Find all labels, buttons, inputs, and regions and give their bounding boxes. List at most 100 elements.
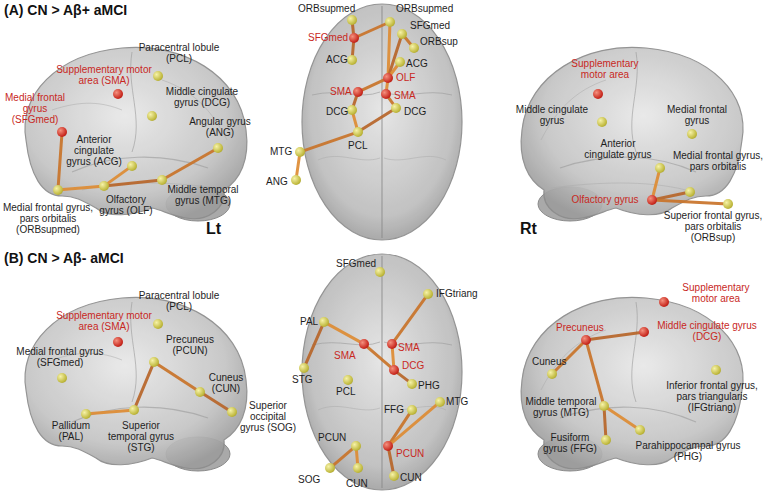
- region-dot: SMA: [387, 339, 397, 349]
- region-label: Cuneus (CUN): [206, 372, 246, 394]
- region-label: ACG: [406, 58, 428, 69]
- connectivity-line: [357, 451, 358, 463]
- region-dot: MTG: [435, 397, 445, 407]
- connectivity-line: [608, 409, 636, 427]
- region-dot: Superior temporal gyrus (STG): [129, 405, 139, 415]
- connectivity-line: [653, 173, 659, 195]
- connectivity-line: [136, 367, 152, 406]
- region-dot: ACG: [347, 55, 357, 65]
- region-label: Paracentral lobule (PCL): [134, 290, 224, 312]
- connectivity-line: [390, 39, 401, 73]
- connectivity-line: [389, 451, 393, 471]
- connectivity-line: [363, 80, 384, 90]
- region-dot: SMA: [381, 89, 391, 99]
- region-dot: Medial frontal gyrus (SFGmed): [57, 373, 67, 383]
- connectivity-line: [362, 111, 392, 130]
- connectivity-line: [395, 298, 425, 340]
- region-dot: Precuneus (PCUN): [149, 357, 159, 367]
- region-dot: SMA: [359, 339, 369, 349]
- region-dot: PCL: [343, 375, 353, 385]
- region-label: Medial frontal gyrus (SFGmed): [8, 346, 112, 368]
- region-dot: Middle cingulate gyrus (DCG): [147, 111, 157, 121]
- region-dot: Olfactory gyrus (OLF): [99, 181, 109, 191]
- region-dot: Angular gyrus (ANG): [213, 143, 223, 153]
- region-dot: Middle temporal gyrus (MTG): [157, 175, 167, 185]
- region-label: Fusiform gyrus (FFG): [540, 432, 600, 454]
- connectivity-line: [359, 24, 386, 36]
- region-label: SMA: [398, 342, 420, 353]
- region-label: PCUN: [396, 448, 424, 459]
- connectivity-line: [334, 449, 352, 465]
- region-dot: PCL: [353, 127, 363, 137]
- panel-heading: (B) CN > Aβ- aMCI: [4, 250, 124, 266]
- brain-lateral-left: [25, 297, 247, 471]
- region-dot: Middle temporal gyrus (MTG): [599, 401, 609, 411]
- region-label: MTG: [446, 396, 468, 407]
- region-label: Medial frontal gyrus: [664, 104, 730, 126]
- region-dot: IFGtriang: [423, 289, 433, 299]
- region-dot: PAL: [319, 317, 329, 327]
- connectivity-line: [158, 365, 196, 390]
- region-label: Anterior cingulate gyrus: [580, 138, 656, 160]
- region-label: SOG: [298, 474, 320, 485]
- connectivity-line: [353, 115, 356, 127]
- region-dot: Supplementary motor area (SMA): [113, 337, 123, 347]
- region-dot: CUN: [353, 463, 363, 473]
- region-label: Angular gyrus (ANG): [184, 116, 256, 138]
- connectivity-line: [58, 137, 61, 185]
- region-label: DCG: [402, 360, 424, 371]
- region-label: ORBsupmed: [396, 3, 453, 14]
- region-dot: SFGmed: [349, 33, 359, 43]
- region-dot: ORBsupmed: [347, 15, 357, 25]
- region-dot: PCUN: [351, 441, 361, 451]
- region-label: STG: [292, 374, 313, 385]
- region-dot: PHG: [407, 379, 417, 389]
- region-label: DCG: [404, 106, 426, 117]
- region-dot: Medial frontal gyrus, pars orbitalis (OR…: [53, 185, 63, 195]
- region-label: Middle cingulate gyrus (DCG): [160, 86, 244, 108]
- region-dot: Supplementary motor area: [659, 297, 669, 307]
- region-dot: Anterior cingulate gyrus: [655, 163, 665, 173]
- connectivity-line: [297, 157, 300, 175]
- region-label: Supplementary motor area (SMA): [56, 310, 152, 332]
- region-dot: SOG: [325, 463, 335, 473]
- region-label: Middle temporal gyrus (MTG): [524, 396, 598, 418]
- hemisphere-label: Rt: [520, 220, 537, 238]
- region-label: Parahippocampal gyrus (PHG): [628, 440, 748, 462]
- hemisphere-label: Lt: [206, 220, 221, 238]
- region-dot: Cuneus (CUN): [195, 387, 205, 397]
- connectivity-line: [166, 151, 213, 178]
- connectivity-line: [91, 410, 129, 413]
- region-label: Middle temporal gyrus (MTG): [166, 184, 240, 206]
- region-label: CUN: [400, 472, 422, 483]
- region-dot: Pallidum (PAL): [81, 409, 91, 419]
- region-dot: Olfactory gyrus: [647, 195, 657, 205]
- region-label: ACG: [326, 54, 348, 65]
- connectivity-line: [368, 347, 390, 366]
- region-label: Inferior frontal gyrus, pars triangulari…: [660, 380, 764, 413]
- region-dot: Anterior cingulate gyrus (ACG): [127, 161, 137, 171]
- region-label: Anterior cingulate gyrus (ACG): [64, 134, 124, 167]
- region-dot: Paracentral lobule (PCL): [153, 71, 163, 81]
- region-label: Cuneus: [532, 356, 566, 367]
- region-label: PCUN: [318, 432, 346, 443]
- connectivity-line: [657, 193, 685, 199]
- region-dot: Supplementary motor area (SMA): [113, 89, 123, 99]
- connectivity-line: [63, 186, 99, 189]
- connectivity-line: [587, 345, 602, 401]
- region-dot: SFGmed: [375, 267, 385, 277]
- region-label: OLF: [396, 72, 415, 83]
- region-label: Superior occipital gyrus (SOG): [238, 400, 298, 433]
- region-dot: Medial frontal gyrus (SFGmed): [57, 127, 67, 137]
- connectivity-line: [591, 333, 639, 340]
- region-label: ANG: [266, 176, 288, 187]
- region-label: Superior temporal gyrus (STG): [104, 420, 178, 453]
- connectivity-line: [351, 25, 355, 33]
- region-label: SFGmed: [410, 20, 450, 31]
- panel-heading: (A) CN > Aβ+ aMCI: [4, 2, 127, 18]
- brain-lateral-right: [521, 47, 743, 221]
- region-label: PAL: [300, 316, 318, 327]
- connectivity-line: [306, 327, 322, 364]
- region-label: ORBsup: [420, 36, 458, 47]
- region-dot: DCG: [391, 103, 401, 113]
